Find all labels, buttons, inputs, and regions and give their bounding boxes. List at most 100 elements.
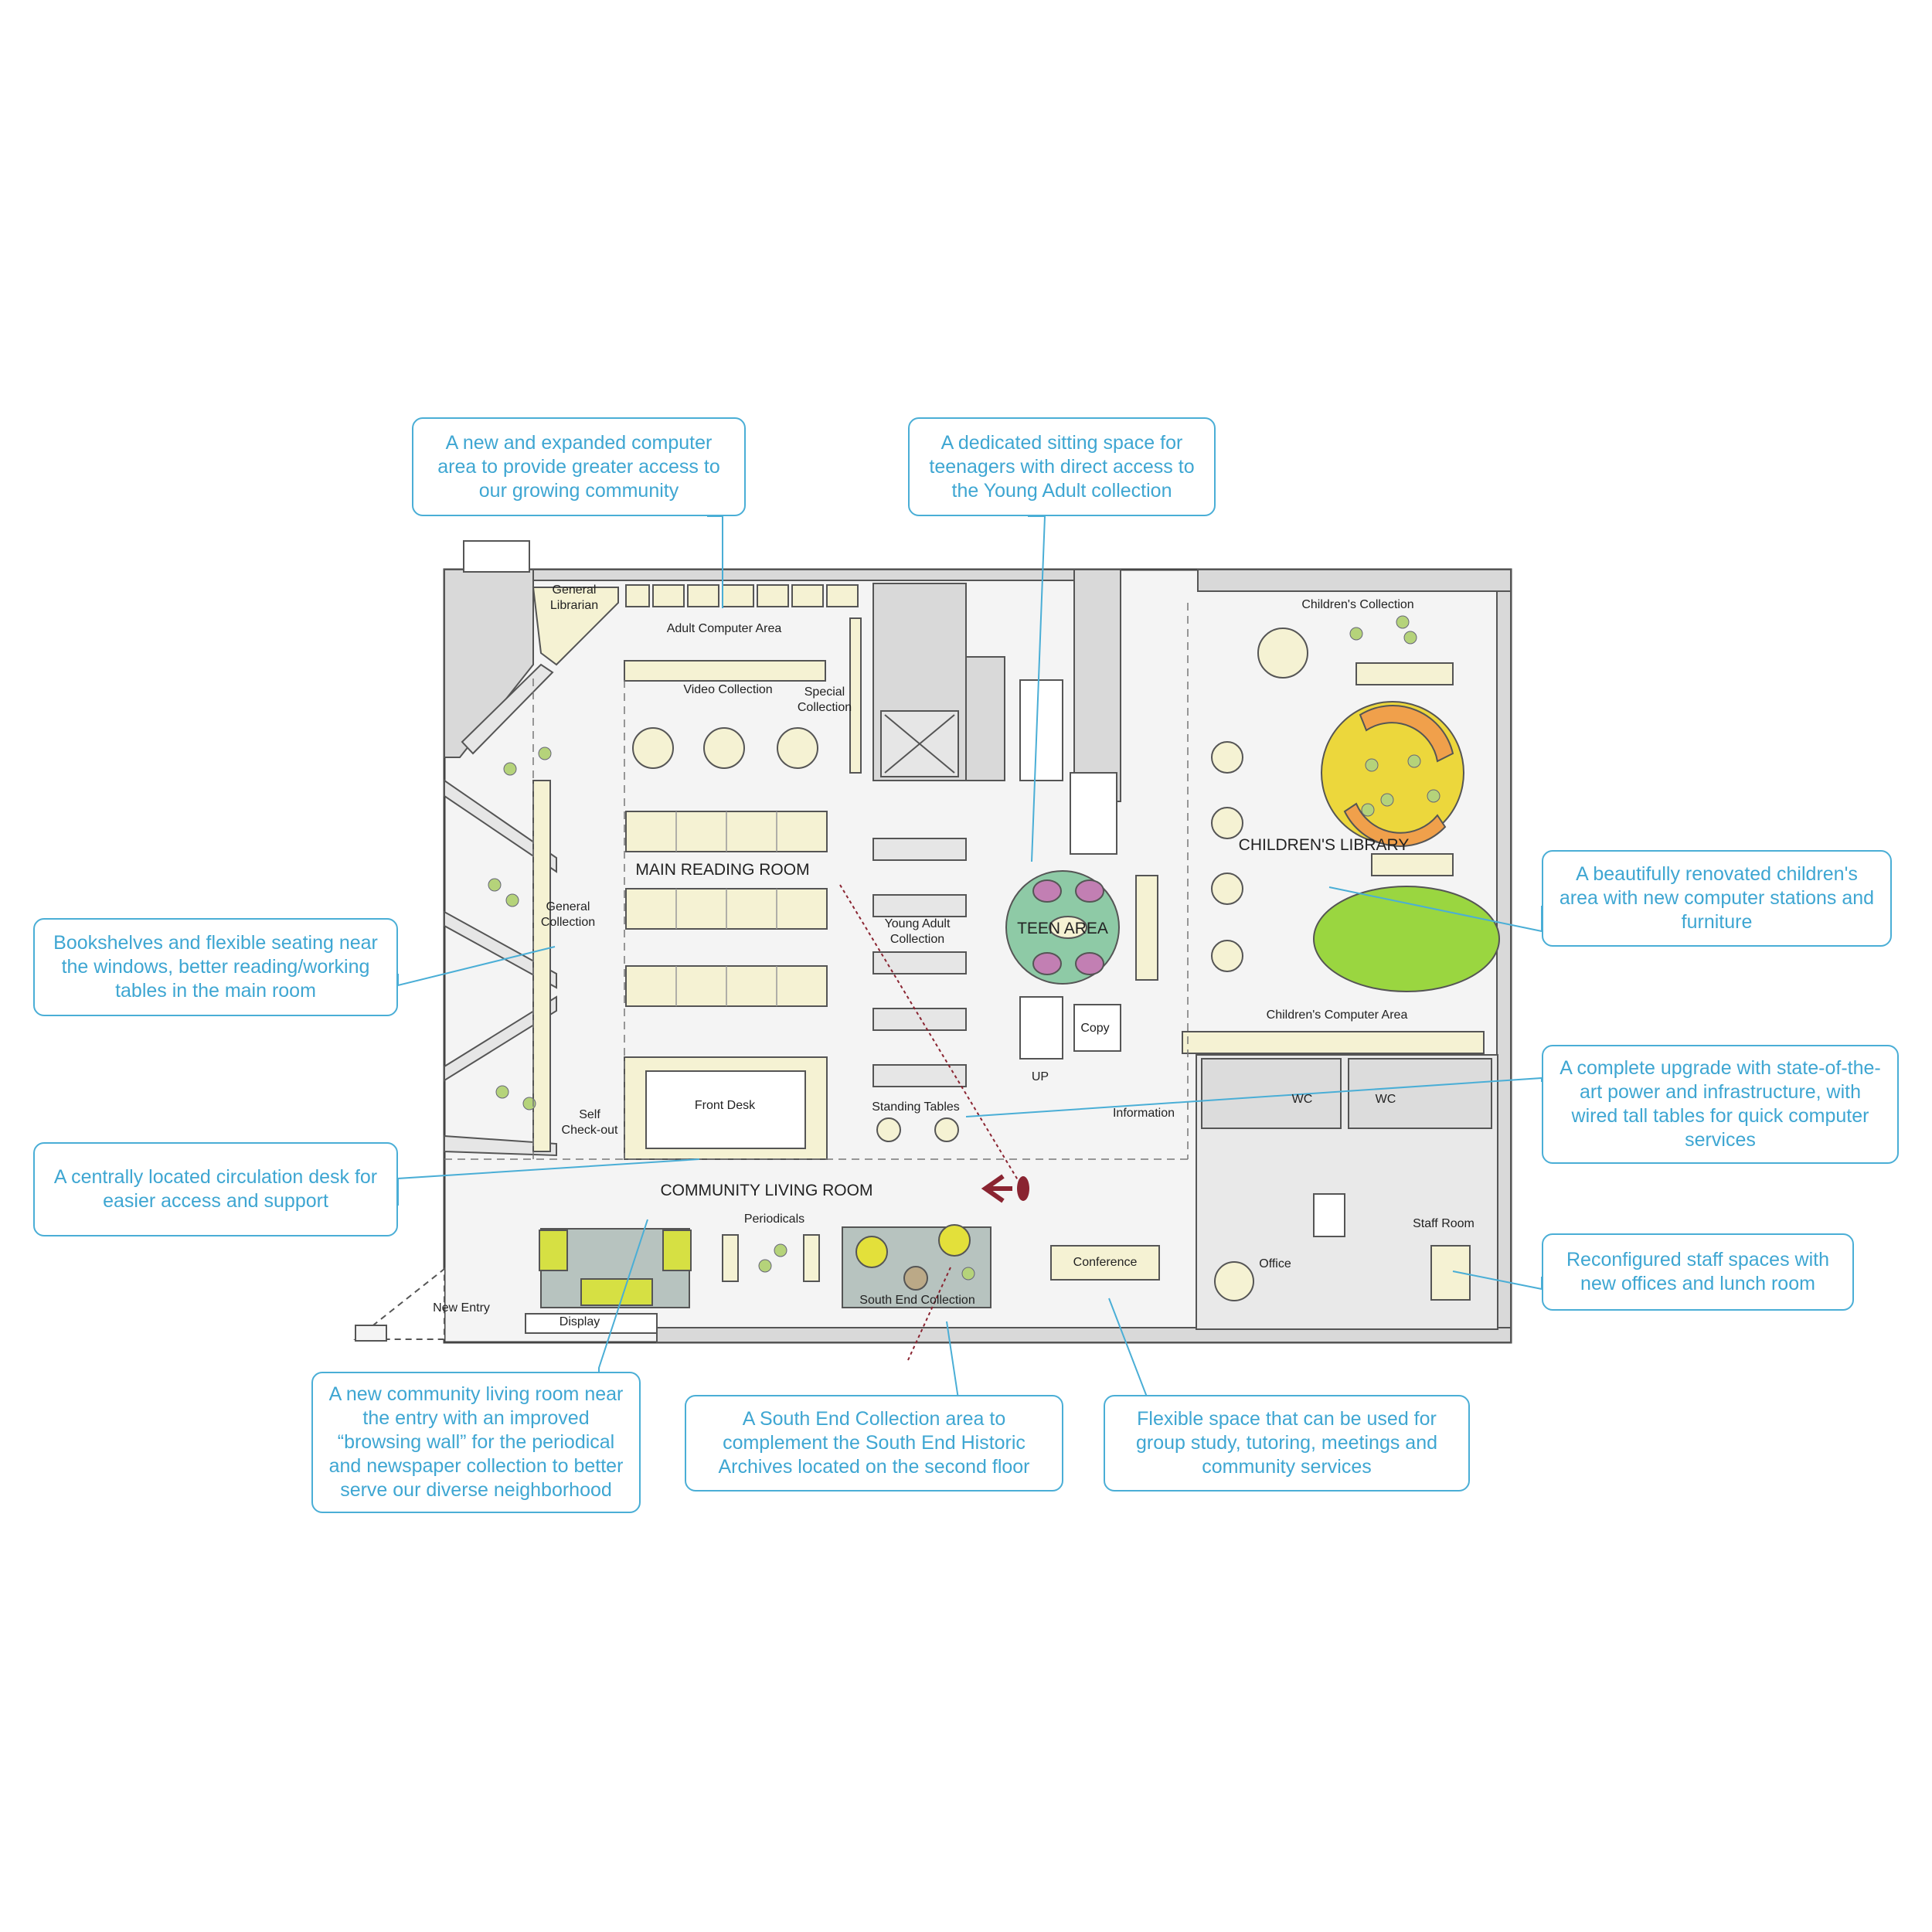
label-community-living-room: COMMUNITY LIVING ROOM (661, 1182, 873, 1199)
sofa (580, 1278, 653, 1306)
label-general-collection-2: Collection (541, 916, 595, 929)
display-wall (525, 1313, 658, 1334)
label-information: Information (1113, 1107, 1175, 1120)
callout-upgrade: A complete upgrade with state-of-the-art… (1542, 1045, 1899, 1164)
childrens-round-table (1257, 628, 1308, 679)
entry-arrow-icon (981, 1174, 1012, 1203)
label-front-desk: Front Desk (695, 1099, 756, 1112)
kids-orange-bench-2 (1343, 802, 1447, 847)
general-collection-shelf (532, 780, 551, 1152)
periodicals-shelf-1 (722, 1234, 739, 1282)
teen-shelf (1135, 875, 1158, 981)
north-wall (532, 569, 1106, 581)
chair-2 (662, 1230, 692, 1271)
label-special-collection-1: Special (804, 685, 845, 699)
south-end-chair-2 (938, 1224, 971, 1257)
teen-seats (1032, 879, 1104, 975)
reading-round-tables (632, 727, 818, 769)
callout-south-end: A South End Collection area to complemen… (685, 1395, 1063, 1492)
label-new-entry: New Entry (433, 1301, 490, 1315)
label-childrens-library: CHILDREN'S LIBRARY (1239, 836, 1410, 854)
stair-small (1313, 1193, 1345, 1237)
wc-2 (1348, 1058, 1492, 1129)
label-general-librarian-1: General (553, 583, 597, 597)
children-north-wall (1197, 569, 1512, 592)
west-bay-wall (461, 663, 554, 755)
section-cut-line-lower (907, 1267, 951, 1361)
childrens-shelf-2 (1371, 853, 1454, 876)
standing-table-2 (934, 1117, 959, 1142)
label-standing-tables: Standing Tables (872, 1100, 960, 1114)
label-conference: Conference (1073, 1256, 1138, 1269)
stair-core-wall (1073, 569, 1121, 802)
special-collection-shelf (849, 617, 862, 774)
callout-flexible-space: Flexible space that can be used for grou… (1104, 1395, 1470, 1492)
stairs (1019, 679, 1063, 781)
label-young-adult-1: Young Adult (885, 917, 951, 930)
chair-1 (539, 1230, 568, 1271)
stair-core-wall-2 (965, 656, 1005, 781)
callout-bookshelves: Bookshelves and flexible seating near th… (33, 918, 398, 1016)
callout-childrens-area: A beautifully renovated children's area … (1542, 850, 1892, 947)
general-librarian-desk (532, 587, 619, 666)
label-self-checkout-2: Check-out (562, 1124, 618, 1137)
young-adult-shelves (872, 838, 967, 1087)
callout-circulation: A centrally located circulation desk for… (33, 1142, 398, 1236)
callout-staff-spaces: Reconfigured staff spaces with new offic… (1542, 1233, 1854, 1311)
label-self-checkout-1: Self (579, 1108, 600, 1121)
label-special-collection-2: Collection (798, 701, 852, 714)
stairs-lower (1019, 996, 1063, 1060)
label-up: UP (1032, 1070, 1049, 1083)
teen-table (1049, 916, 1087, 939)
childrens-computer-desks (1182, 1031, 1485, 1054)
northwest-door (463, 540, 530, 573)
adult-computer-desks (625, 584, 859, 607)
circulation-lines (444, 603, 1189, 1160)
front-desk-inner (645, 1070, 806, 1149)
label-teen-area: TEEN AREA (1017, 920, 1108, 937)
label-display: Display (560, 1315, 600, 1328)
label-young-adult-2: Collection (890, 933, 944, 946)
label-general-librarian-2: Librarian (550, 599, 598, 612)
label-office: Office (1259, 1257, 1291, 1270)
label-staff-room: Staff Room (1413, 1217, 1475, 1230)
periodicals-shelf-2 (803, 1234, 820, 1282)
entry-marker (1017, 1176, 1029, 1201)
label-childrens-computer-area: Children's Computer Area (1267, 1009, 1408, 1022)
copy-room (1073, 1004, 1121, 1052)
childrens-small-tables (1211, 741, 1243, 972)
west-zigzag-3 (444, 995, 557, 1082)
label-wc-1: WC (1292, 1093, 1313, 1106)
office-table (1214, 1261, 1254, 1301)
label-adult-computer-area: Adult Computer Area (667, 622, 782, 635)
label-childrens-collection: Children's Collection (1301, 598, 1413, 611)
conference-table (1050, 1245, 1160, 1281)
planter-dots (488, 615, 1440, 1281)
stair-east (1070, 772, 1117, 855)
callout-living-room: A new community living room near the ent… (311, 1372, 641, 1513)
kids-orange-bench (1359, 705, 1454, 763)
west-zigzag-2 (444, 910, 557, 989)
new-entry-ramp (353, 1267, 445, 1340)
standing-table-1 (876, 1117, 901, 1142)
label-video-collection: Video Collection (683, 683, 772, 696)
kids-green-rug (1313, 886, 1500, 992)
east-wall (1496, 569, 1512, 1343)
south-end-chair-1 (855, 1236, 888, 1268)
south-wall (656, 1327, 1512, 1343)
label-wc-2: WC (1376, 1093, 1396, 1106)
label-copy: Copy (1080, 1022, 1109, 1035)
west-zigzag-1 (444, 779, 557, 873)
west-zigzag-4 (444, 1134, 557, 1157)
childrens-shelf-1 (1355, 662, 1454, 685)
label-main-reading-room: MAIN READING ROOM (635, 861, 809, 879)
south-end-table (903, 1266, 928, 1291)
callout-teen-space: A dedicated sitting space for teenagers … (908, 417, 1216, 516)
label-periodicals: Periodicals (744, 1213, 804, 1226)
callout-computer-area: A new and expanded computer area to prov… (412, 417, 746, 516)
label-general-collection-1: General (546, 900, 590, 913)
section-cut-line (839, 884, 1025, 1191)
new-entry-step (355, 1325, 387, 1342)
label-south-end-collection: South End Collection (859, 1294, 975, 1307)
